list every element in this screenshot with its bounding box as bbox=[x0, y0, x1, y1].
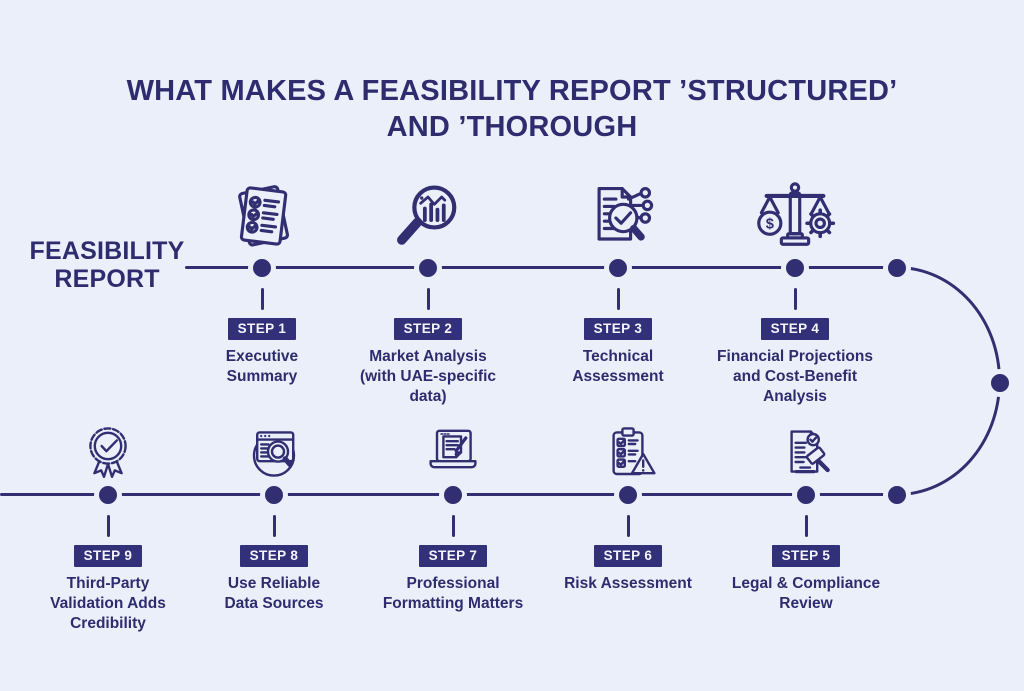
clipboard-warning-icon bbox=[596, 424, 660, 486]
timeline-top-line bbox=[185, 266, 897, 269]
step-8: STEP 8 Use Reliable Data Sources bbox=[164, 424, 384, 614]
step-2: STEP 2 Market Analysis (with UAE-specifi… bbox=[318, 176, 538, 406]
balance-scale-dollar-gear-icon: $ bbox=[753, 176, 837, 260]
step-badge: STEP 2 bbox=[393, 318, 463, 340]
step-badge: STEP 9 bbox=[73, 545, 143, 567]
step-connector bbox=[451, 515, 455, 537]
document-gavel-icon bbox=[774, 424, 838, 486]
page-title: WHAT MAKES A FEASIBILITY REPORT ’STRUCTU… bbox=[0, 74, 1024, 146]
step-3: STEP 3 Technical Assessment bbox=[508, 176, 728, 387]
step-badge: STEP 5 bbox=[771, 545, 841, 567]
step-badge: STEP 4 bbox=[760, 318, 830, 340]
step-badge: STEP 1 bbox=[227, 318, 297, 340]
step-6: STEP 6 Risk Assessment bbox=[518, 424, 738, 594]
timeline-dot bbox=[883, 254, 911, 282]
step-label: Third-Party Validation Adds Credibility bbox=[50, 575, 166, 632]
browser-magnifier-icon bbox=[242, 424, 306, 486]
step-label: Legal & Compliance Review bbox=[731, 575, 881, 612]
timeline-dot bbox=[414, 254, 442, 282]
timeline-label: FEASIBILITY REPORT bbox=[29, 237, 185, 293]
timeline-dot bbox=[986, 369, 1014, 397]
step-label: Financial Projections and Cost-Benefit A… bbox=[717, 348, 873, 405]
step-4: $ STEP 4 Financial Projections and Cost-… bbox=[685, 176, 905, 406]
checklist-document-icon bbox=[220, 176, 304, 260]
step-badge: STEP 7 bbox=[418, 545, 488, 567]
step-connector bbox=[260, 288, 264, 310]
step-badge: STEP 3 bbox=[583, 318, 653, 340]
step-5: STEP 5 Legal & Compliance Review bbox=[696, 424, 916, 614]
step-label: Executive Summary bbox=[225, 348, 299, 385]
step-badge: STEP 8 bbox=[239, 545, 309, 567]
step-connector bbox=[626, 515, 630, 537]
step-1: STEP 1 Executive Summary bbox=[152, 176, 372, 387]
step-label: Market Analysis (with UAE-specific data) bbox=[359, 348, 497, 405]
award-check-icon bbox=[76, 424, 140, 486]
timeline-dot bbox=[781, 254, 809, 282]
step-7: STEP 7 Professional Formatting Matters bbox=[343, 424, 563, 614]
title-line-2: AND ’THOROUGH bbox=[386, 110, 638, 143]
laptop-edit-icon bbox=[421, 424, 485, 486]
step-label: Technical Assessment bbox=[572, 348, 664, 385]
step-badge: STEP 6 bbox=[593, 545, 663, 567]
step-9: STEP 9 Third-Party Validation Adds Credi… bbox=[0, 424, 218, 633]
timeline-dot bbox=[439, 481, 467, 509]
timeline-dot bbox=[94, 481, 122, 509]
step-connector bbox=[106, 515, 110, 537]
step-label: Use Reliable Data Sources bbox=[224, 575, 324, 612]
timeline-dot bbox=[260, 481, 288, 509]
step-connector bbox=[793, 288, 797, 310]
title-line-1: WHAT MAKES A FEASIBILITY REPORT ’STRUCTU… bbox=[126, 75, 898, 107]
timeline-dot bbox=[248, 254, 276, 282]
step-label: Professional Formatting Matters bbox=[382, 575, 524, 612]
magnifier-chart-icon bbox=[386, 176, 470, 260]
step-label: Risk Assessment bbox=[564, 575, 692, 592]
timeline-dot bbox=[614, 481, 642, 509]
step-connector bbox=[272, 515, 276, 537]
timeline-dot bbox=[792, 481, 820, 509]
document-inspect-network-icon bbox=[576, 176, 660, 260]
step-connector bbox=[616, 288, 620, 310]
step-connector bbox=[426, 288, 430, 310]
svg-text:$: $ bbox=[766, 217, 774, 233]
step-connector bbox=[804, 515, 808, 537]
timeline-dot bbox=[883, 481, 911, 509]
timeline-dot bbox=[604, 254, 632, 282]
